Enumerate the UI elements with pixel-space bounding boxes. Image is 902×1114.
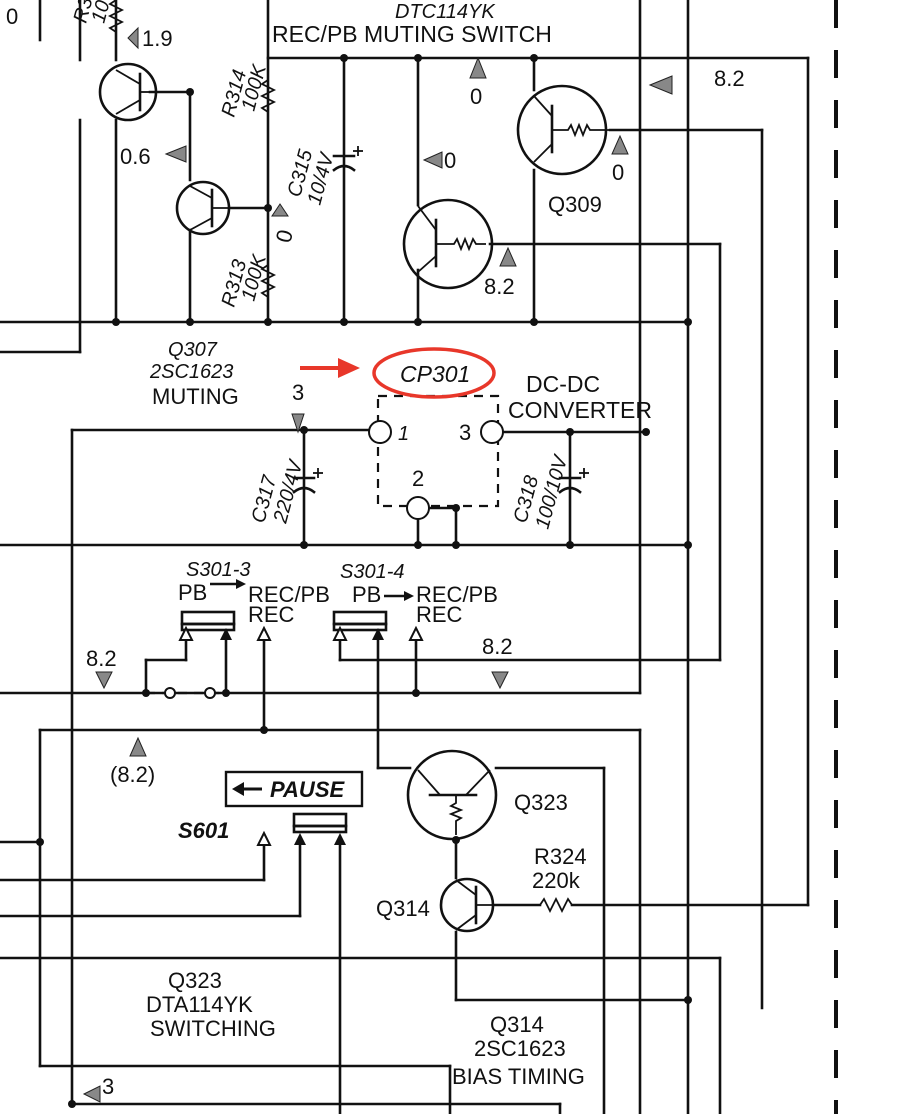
s301-4-recpb: REC/PB — [416, 582, 498, 607]
transistor-top-left — [98, 62, 158, 122]
q323-label: Q323 — [514, 790, 568, 815]
cp301-pin-3: 3 — [459, 420, 471, 445]
voltage-0-mid: 0 — [444, 148, 456, 173]
s301-4-label: S301-4 — [340, 561, 405, 583]
voltage-3-cp: 3 — [292, 380, 304, 405]
switch-direction-arrows — [210, 579, 414, 601]
voltage-0-top: 0 — [470, 84, 482, 109]
cp301-pin-2: 2 — [412, 466, 424, 491]
s301-3-label: S301-3 — [186, 559, 251, 581]
top-function-label: REC/PB MUTING SWITCH — [272, 21, 552, 47]
top-part-label: DTC114YK — [395, 1, 496, 23]
resistor-r313 — [259, 264, 277, 298]
r324-val: 220k — [532, 868, 581, 893]
q314-note-part: 2SC1623 — [474, 1036, 566, 1061]
switch-s601 — [256, 812, 348, 846]
transistor-q307 — [175, 180, 231, 236]
q307-part: 2SC1623 — [149, 361, 233, 383]
q307-ref: Q307 — [168, 339, 218, 361]
top-left-zero: 0 — [6, 4, 18, 29]
transistor-dtc114yk — [402, 198, 494, 290]
r324-ref: R324 — [534, 844, 587, 869]
resistor-r314 — [259, 79, 277, 113]
voltage-8-2-dtc: 8.2 — [484, 274, 515, 299]
s301-4-rec: REC — [416, 602, 463, 627]
cp301-highlight-ring — [372, 347, 496, 399]
resistor-top-left — [107, 0, 125, 33]
converter-label-1: DC-DC — [526, 371, 600, 397]
red-arrow — [300, 358, 360, 378]
q314-note-ref: Q314 — [490, 1012, 544, 1037]
cp301-label: CP301 — [400, 361, 470, 387]
transistor-q323 — [406, 749, 498, 841]
voltage-1-9: 1.9 — [142, 26, 173, 51]
s301-3-rec: REC — [248, 602, 295, 627]
voltage-0-q307: 0 — [271, 227, 298, 245]
q309-label: Q309 — [548, 192, 602, 217]
converter-label-2: CONVERTER — [508, 397, 652, 423]
voltage-8-2-left: 8.2 — [86, 646, 117, 671]
switch-s301-3 — [178, 610, 272, 641]
s301-3-recpb: REC/PB — [248, 582, 330, 607]
voltage-markers — [82, 26, 673, 1103]
voltage-8-2-paren: (8.2) — [110, 762, 155, 787]
capacitor-c315 — [332, 146, 363, 172]
pause-arrow-icon — [232, 782, 262, 796]
q323-note-func: SWITCHING — [150, 1016, 276, 1041]
q314-label: Q314 — [376, 896, 430, 921]
switch-contacts — [146, 687, 226, 699]
dc-dc-converter-block — [368, 394, 504, 520]
transistor-q314 — [439, 877, 495, 933]
junction-dots — [36, 54, 692, 1108]
q323-note-part: DTA114YK — [146, 992, 253, 1017]
s301-3-pb: PB — [178, 580, 207, 605]
q323-note-ref: Q323 — [168, 968, 222, 993]
switch-s301-4 — [332, 610, 424, 641]
q314-note-func: BIAS TIMING — [452, 1064, 585, 1089]
capacitor-c317 — [292, 468, 323, 494]
s601-label: S601 — [178, 818, 229, 843]
cp301-pin-1: 1 — [398, 423, 409, 445]
partial-val-label: 10 — [88, 0, 115, 25]
voltage-8-2-right: 8.2 — [482, 634, 513, 659]
capacitor-c318 — [558, 468, 589, 494]
s301-4-pb: PB — [352, 582, 381, 607]
voltage-8-2-top: 8.2 — [714, 66, 745, 91]
voltage-0-6: 0.6 — [120, 144, 151, 169]
voltage-3-bottom: 3 — [102, 1074, 114, 1099]
pause-label: PAUSE — [270, 777, 345, 802]
voltage-0-q309: 0 — [612, 160, 624, 185]
transistor-q309 — [516, 84, 610, 176]
resistor-r324 — [539, 896, 573, 914]
q307-func: MUTING — [152, 384, 239, 409]
